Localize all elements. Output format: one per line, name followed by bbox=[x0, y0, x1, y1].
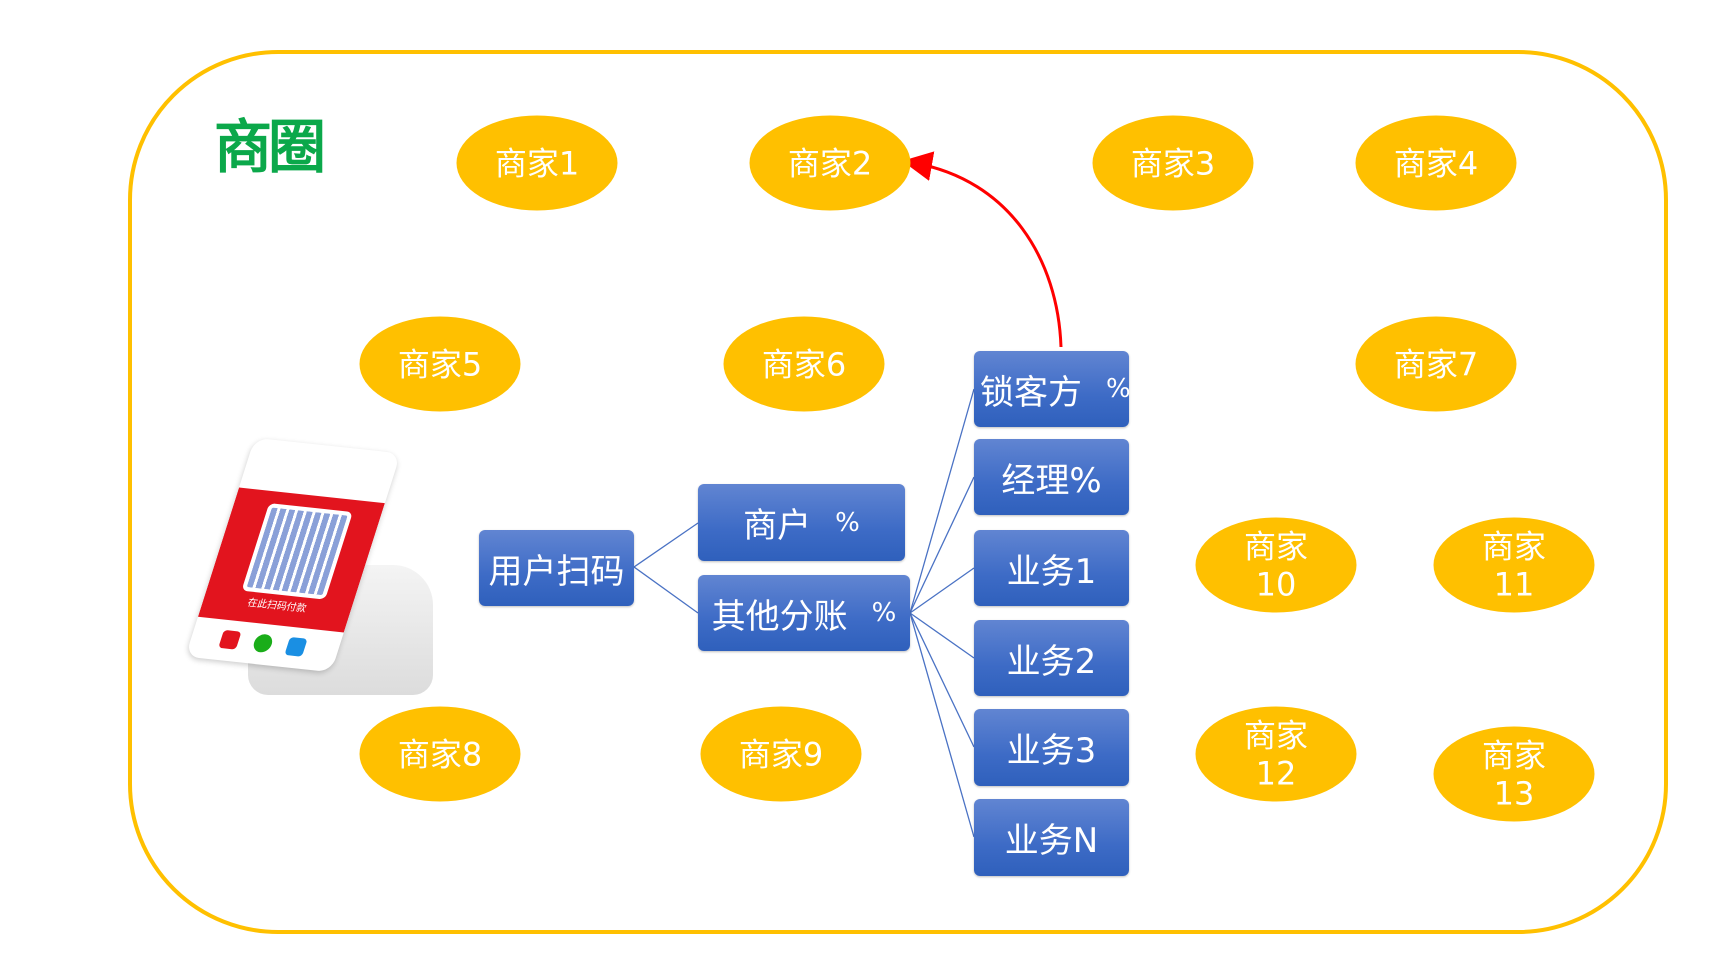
wechat-pay-icon bbox=[251, 633, 275, 654]
user-scan-box: 用户扫码 bbox=[479, 530, 634, 606]
connector bbox=[633, 522, 699, 568]
business-2-box: 业务2 bbox=[974, 620, 1129, 696]
qr-payment-stand-image: 在此扫码付款 bbox=[185, 437, 438, 695]
connector bbox=[909, 388, 975, 614]
merchant-5: 商家5 bbox=[359, 316, 521, 412]
merchant-11: 商家11 bbox=[1433, 517, 1595, 613]
business-1-box: 业务1 bbox=[974, 530, 1129, 606]
manager-box: 经理% bbox=[974, 439, 1129, 515]
connector bbox=[909, 612, 975, 838]
merchant-1: 商家1 bbox=[456, 115, 618, 211]
connector bbox=[909, 612, 975, 659]
alipay-icon bbox=[284, 636, 308, 657]
lock-customer-arrow bbox=[902, 151, 1063, 348]
merchant-2: 商家2 bbox=[749, 115, 911, 211]
merchant-4: 商家4 bbox=[1355, 115, 1517, 211]
merchant-9: 商家9 bbox=[700, 706, 862, 802]
business-circle-boundary bbox=[128, 50, 1668, 934]
merchant-8: 商家8 bbox=[359, 706, 521, 802]
connector bbox=[909, 612, 975, 748]
merchant-share-box: 商户% bbox=[698, 484, 905, 561]
connector bbox=[909, 476, 975, 614]
lock-customer-box: 锁客方% bbox=[974, 351, 1131, 427]
connector bbox=[633, 566, 699, 614]
business-circle-title: 商圈 bbox=[214, 113, 326, 181]
connector bbox=[909, 567, 975, 614]
merchant-7: 商家7 bbox=[1355, 316, 1517, 412]
merchant-13: 商家13 bbox=[1433, 726, 1595, 822]
unionpay-icon bbox=[218, 629, 242, 650]
merchant-10: 商家10 bbox=[1195, 517, 1357, 613]
merchant-3: 商家3 bbox=[1092, 115, 1254, 211]
other-split-box: 其他分账% bbox=[698, 575, 910, 651]
merchant-6: 商家6 bbox=[723, 316, 885, 412]
business-3-box: 业务3 bbox=[974, 709, 1129, 786]
business-n-box: 业务N bbox=[974, 799, 1129, 876]
merchant-12: 商家12 bbox=[1195, 706, 1357, 802]
